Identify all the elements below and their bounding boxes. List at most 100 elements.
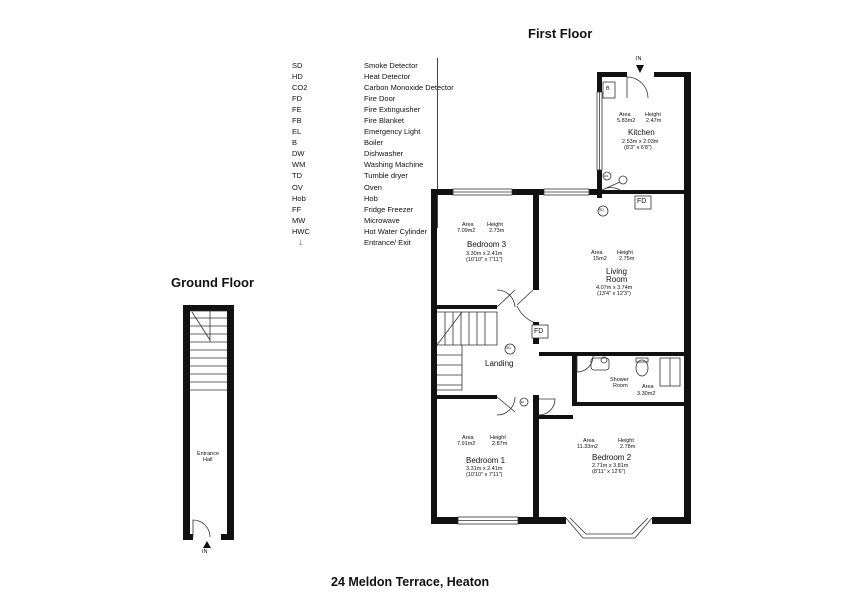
bed3-area-label: Area xyxy=(462,222,474,228)
kitchen-imperial: (8'3" x 6'8") xyxy=(624,145,652,151)
door-bed3 xyxy=(496,289,516,308)
legend-row: SD Smoke Detector xyxy=(292,60,454,71)
bay-window-bed2 xyxy=(565,517,653,539)
bed1-area: 7.91m2 xyxy=(457,441,476,447)
bed3-name: Bedroom 3 xyxy=(467,240,507,249)
living-imperial: (13'4" x 12'3") xyxy=(597,291,631,297)
legend-code: ↓ xyxy=(298,236,303,248)
living-height-label: Height xyxy=(617,250,633,256)
legend-desc: Entrance/ Exit xyxy=(364,237,411,247)
door-bed2 xyxy=(538,398,556,416)
wall-shower-left xyxy=(572,356,577,406)
heat-detector-kitchen xyxy=(602,171,612,181)
legend-desc: Hob xyxy=(364,193,378,203)
ground-floor-title: Ground Floor xyxy=(171,275,255,290)
living-area-label: Area xyxy=(591,250,603,256)
fd-label-kitchen: FD xyxy=(637,198,647,205)
hd-label-kitchen: HD xyxy=(604,174,609,178)
shower-name-2: Room xyxy=(613,383,628,389)
wall-kitchen-left-upper xyxy=(597,72,602,92)
legend-desc: Fridge Freezer xyxy=(364,204,414,214)
wall-bottom-right xyxy=(652,517,691,524)
legend-code: TD xyxy=(292,171,302,181)
living-dims: 4.07m x 3.74m xyxy=(596,285,633,291)
legend-desc: Fire Blanket xyxy=(364,116,405,126)
sd-label-living: SD xyxy=(599,208,604,212)
kitchen-area-label: Area xyxy=(619,112,631,118)
bed2-name: Bedroom 2 xyxy=(592,453,632,462)
wall-kitchen-left-lower xyxy=(597,170,602,198)
smoke-detector-landing xyxy=(504,343,516,355)
legend-code: SD xyxy=(292,61,303,70)
living-area: 15m2 xyxy=(593,256,607,262)
legend-desc: Heat Detector xyxy=(364,72,411,82)
door-kitchen-entrance xyxy=(626,76,649,99)
wall-kitchen-top-left xyxy=(597,72,627,77)
ground-wall-top xyxy=(183,305,234,311)
wall-bed2-top xyxy=(539,415,573,419)
landing-name: Landing xyxy=(485,359,514,368)
wash-basin xyxy=(590,357,610,371)
legend-code: OV xyxy=(292,182,303,192)
legend-desc: Microwave xyxy=(364,215,400,225)
bed2-area-label: Area xyxy=(583,438,595,444)
legend-desc: Hot Water Cylinder xyxy=(364,226,428,236)
legend-desc: Smoke Detector xyxy=(364,61,418,70)
ground-wall-bottom-right xyxy=(221,534,234,540)
kitchen-height-label: Height xyxy=(645,112,661,118)
wall-bed3-bottom xyxy=(437,305,497,309)
legend-code: EL xyxy=(292,127,302,137)
smoke-detector-living xyxy=(597,205,609,217)
boiler-label: B xyxy=(606,86,610,92)
bed1-dims: 3.31m x 2.41m xyxy=(466,466,503,472)
fd-box-kitchen xyxy=(634,195,652,210)
entrance-arrow-ground xyxy=(203,541,211,548)
legend-desc: Fire Door xyxy=(364,94,396,104)
bed1-imperial: (10'10" x 7'11") xyxy=(466,472,503,478)
toilet xyxy=(635,359,649,377)
bed3-imperial: (10'10" x 7'11") xyxy=(466,257,503,263)
kitchen-name: Kitchen xyxy=(628,128,655,137)
in-label-first: IN xyxy=(636,56,642,62)
bed3-height-label: Height xyxy=(487,222,503,228)
door-entrance xyxy=(192,519,211,538)
bed3-height: 2.73m xyxy=(489,228,505,234)
legend-row: ↓ Entrance/ Exit xyxy=(292,237,454,248)
living-height: 2.75m xyxy=(619,256,635,262)
legend-code: B xyxy=(292,138,298,148)
legend-code: FB xyxy=(292,116,302,126)
entrance-hall-name-1: Entrance xyxy=(197,451,220,457)
wall-bottom-mid xyxy=(518,517,566,524)
el-label-landing: EL xyxy=(521,400,525,404)
ground-wall-left xyxy=(183,305,190,540)
legend-divider xyxy=(437,58,438,228)
legend-row: FF Fridge Freezer xyxy=(292,204,454,215)
entrance-hall-name-2: Hall xyxy=(203,457,213,463)
legend-code: CO2 xyxy=(292,83,308,93)
ground-wall-right xyxy=(227,305,234,540)
kitchen-dims: 2.53m x 2.03m xyxy=(622,139,659,145)
wall-bed1-bed2 xyxy=(533,395,539,520)
wall-left xyxy=(431,189,437,524)
wall-kitchen-living xyxy=(602,190,684,194)
bed2-height: 2.78m xyxy=(620,444,636,450)
fd-label-landing: FD xyxy=(534,328,544,335)
wall-kitchen-top-right xyxy=(654,72,691,77)
living-name-2: Room xyxy=(606,275,628,284)
wall-right xyxy=(684,72,691,524)
address-title: 24 Meldon Terrace, Heaton xyxy=(331,575,490,589)
stairs-ground-floor xyxy=(190,310,227,391)
wall-shower-bottom xyxy=(577,402,684,406)
detector-kitchen-2 xyxy=(618,175,628,185)
legend-desc: Carbon Monoxide Detector xyxy=(364,83,454,93)
bed1-name: Bedroom 1 xyxy=(466,456,506,465)
entrance-arrow-first xyxy=(636,65,644,73)
legend-code: FF xyxy=(292,204,302,214)
